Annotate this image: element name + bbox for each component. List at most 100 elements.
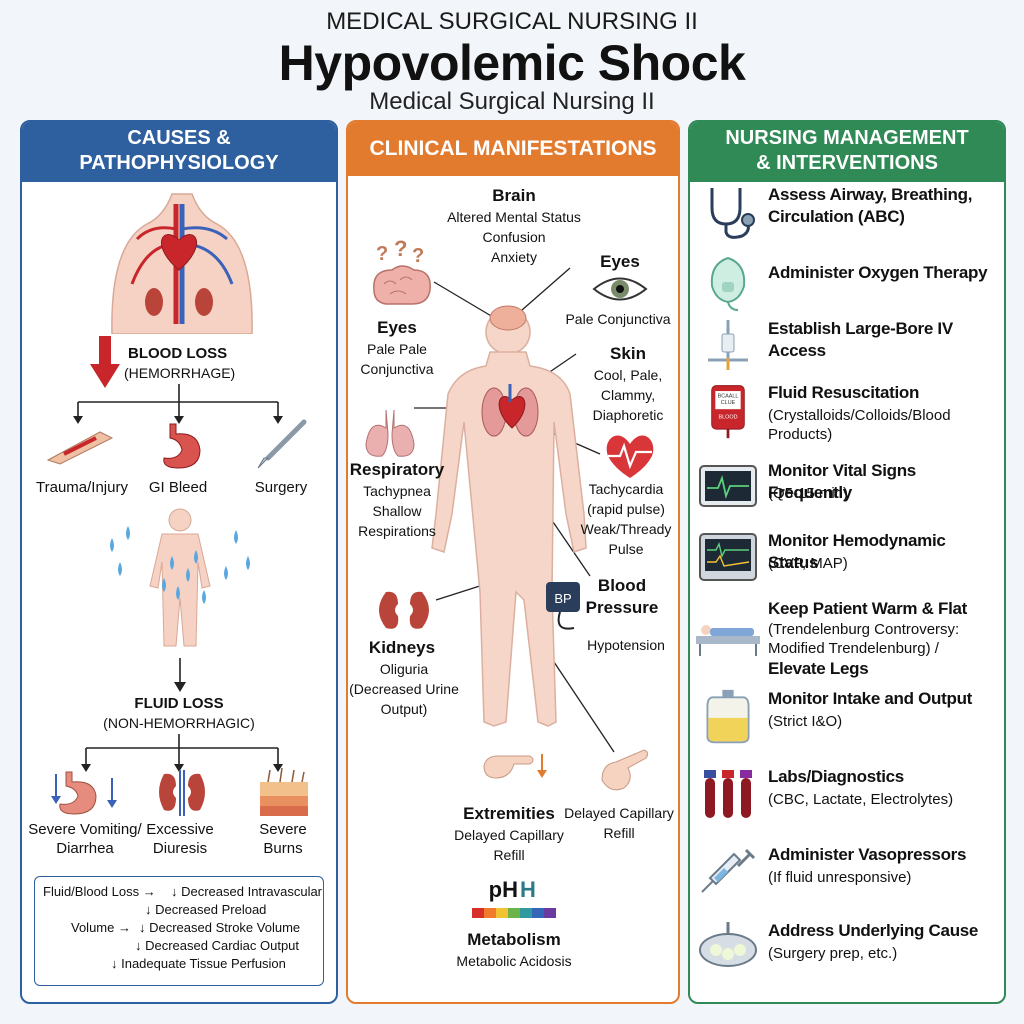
- finger-press-icon: [483, 754, 547, 779]
- causes-panel: CAUSES & PATHOPHYSIOLOGY BLOOD LOSS (HEM…: [20, 120, 338, 1004]
- intervention-detail: (CVP, MAP): [768, 555, 848, 572]
- eyes-left-line2: Conjunctiva: [360, 361, 434, 377]
- respiratory-line1: Tachypnea: [363, 483, 431, 499]
- diuresis-label-line2: Diuresis: [152, 840, 208, 857]
- fluid-loss-sub: (NON-HEMORRHAGIC): [103, 715, 255, 731]
- intervention-extra: Elevate Legs: [768, 659, 869, 678]
- intervention-detail: (CBC, Lactate, Electrolytes): [768, 791, 954, 808]
- lab-tubes-icon: [704, 770, 752, 818]
- page-title: Hypovolemic Shock: [278, 35, 746, 91]
- respiratory-title: Respiratory: [349, 460, 445, 479]
- intervention-detail: (Crystalloids/Colloids/Blood Products): [768, 407, 951, 443]
- clinical-panel: CLINICAL MANIFESTATIONS Brain Altered Me…: [346, 120, 680, 1004]
- intervention-detail: (Trendelenburg Controversy: Modified Tre…: [768, 621, 960, 657]
- clinical-heading: CLINICAL MANIFESTATIONS: [348, 122, 678, 176]
- brain-line2: Confusion: [482, 229, 546, 245]
- eyes-right-line1: Pale Conjunctiva: [565, 311, 671, 327]
- eyes-left-line1: Pale Pale: [367, 341, 427, 357]
- down-arrow-icon: [90, 336, 120, 388]
- extremities-right-line2: Refill: [603, 825, 635, 841]
- nursing-panel: NURSING MANAGEMENT & INTERVENTIONS Asses…: [688, 120, 1006, 1004]
- vomiting-label: Severe Vomiting/ Diarrhea: [22, 820, 148, 858]
- syringe-icon: [701, 848, 756, 893]
- nursing-heading-line2: & INTERVENTIONS: [756, 152, 938, 174]
- heart-line1: Tachycardia: [588, 481, 664, 497]
- diuresis-label-line1: Excessive: [146, 821, 214, 838]
- bp-title-line2: Pressure: [585, 598, 659, 617]
- svg-text:?: ?: [376, 243, 388, 265]
- intervention-detail: (Strict I&O): [768, 713, 843, 730]
- respiratory-line3: Respirations: [358, 523, 436, 539]
- blood-loss-label: BLOOD LOSS: [128, 345, 228, 362]
- stomach-icon: [163, 423, 201, 469]
- brain-icon: ? ? ?: [373, 240, 431, 305]
- extremities-title: Extremities: [463, 804, 555, 823]
- eye-icon: [592, 277, 648, 301]
- blood-bag-text-2: CLUE: [721, 400, 736, 406]
- urine-container-icon: [706, 689, 750, 744]
- causes-heading-line2: PATHOPHYSIOLOGY: [79, 152, 279, 174]
- trauma-label: Trauma/Injury: [36, 479, 128, 496]
- header-subtitle-2: Medical Surgical Nursing II: [369, 88, 655, 115]
- extremities-right-line1: Delayed Capillary: [564, 805, 674, 821]
- finger-pointing-icon: [601, 749, 649, 791]
- diuresis-label: Excessive Diuresis: [140, 820, 220, 858]
- cascade-line4: ↓ Decreased Cardiac Output: [135, 938, 300, 953]
- intervention-title: Administer Oxygen Therapy: [768, 263, 988, 282]
- bp-icon-text: BP: [554, 591, 571, 606]
- causes-heading: CAUSES & PATHOPHYSIOLOGY: [22, 122, 336, 182]
- svg-text:?: ?: [394, 240, 407, 261]
- bp-title-line1: Blood: [597, 576, 647, 595]
- eyes-right-title: Eyes: [600, 252, 640, 271]
- intervention-title: Labs/Diagnostics: [768, 767, 904, 786]
- kidneys-icon: [379, 591, 429, 629]
- kidneys-title: Kidneys: [368, 638, 436, 657]
- causes-heading-line1: CAUSES &: [127, 127, 231, 149]
- scalpel-icon: [257, 419, 307, 469]
- blood-bag-text-3: BLOOD: [719, 414, 738, 420]
- heart-line3: Weak/Thready: [580, 521, 672, 537]
- body-droplets-icon: [110, 508, 250, 647]
- kidneys-line1: Oliguria: [379, 661, 429, 677]
- stethoscope-icon: [710, 188, 755, 239]
- patient-bed-icon: [696, 625, 760, 656]
- cascade-line1a: Fluid/Blood Loss →: [43, 884, 156, 899]
- kidneys-icon: [159, 770, 205, 816]
- extremities-line2: Refill: [493, 847, 525, 863]
- intervention-title: Assess Airway, Breathing, Circulation (A…: [768, 185, 973, 226]
- surgery-label: Surgery: [254, 479, 308, 496]
- burns-label-line1: Severe: [259, 821, 307, 838]
- stomach-vomiting-icon: [51, 771, 117, 815]
- brain-title: Brain: [492, 186, 536, 205]
- vomiting-label-line2: Diarrhea: [56, 840, 114, 857]
- vomiting-label-line1: Severe Vomiting/: [28, 821, 142, 838]
- burns-label-line2: Burns: [263, 840, 303, 857]
- header-subtitle: MEDICAL SURGICAL NURSING II: [326, 8, 698, 35]
- bp-cuff-icon: BP: [546, 582, 580, 630]
- kidneys-line3: Output): [380, 701, 428, 717]
- skin-title: Skin: [610, 344, 646, 363]
- cascade-line5: ↓ Inadequate Tissue Perfusion: [111, 956, 286, 971]
- cascade-line1b: ↓ Decreased Intravascular: [171, 884, 323, 899]
- fluid-loss-label: FLUID LOSS: [134, 695, 224, 712]
- ph-h-label: H: [520, 877, 536, 902]
- fluid-loss-branches: [81, 734, 283, 772]
- lungs-icon: [365, 409, 415, 457]
- circulation-torso-icon: [111, 193, 253, 334]
- surgical-light-icon: [699, 922, 757, 967]
- trauma-wound-icon: [46, 431, 114, 465]
- blood-loss-sub: (HEMORRHAGE): [124, 365, 236, 381]
- brain-line1: Altered Mental Status: [447, 209, 581, 225]
- intervention-title: Address Underlying Cause: [768, 921, 979, 940]
- metabolism-title: Metabolism: [467, 930, 561, 949]
- gi-bleed-label: GI Bleed: [148, 479, 208, 496]
- intervention-title: Monitor Hemodynamic Status: [768, 531, 946, 572]
- ph-label: pH: [488, 877, 518, 902]
- ph-scale-icon: [472, 908, 556, 918]
- nursing-heading: NURSING MANAGEMENT & INTERVENTIONS: [690, 122, 1004, 182]
- heart-line4: Pulse: [608, 541, 644, 557]
- respiratory-line2: Shallow: [372, 503, 422, 519]
- skin-line2: Clammy,: [600, 387, 656, 403]
- pathophysiology-cascade: Fluid/Blood Loss → ↓ Decreased Intravasc…: [34, 876, 324, 986]
- body-diagram: [414, 267, 615, 753]
